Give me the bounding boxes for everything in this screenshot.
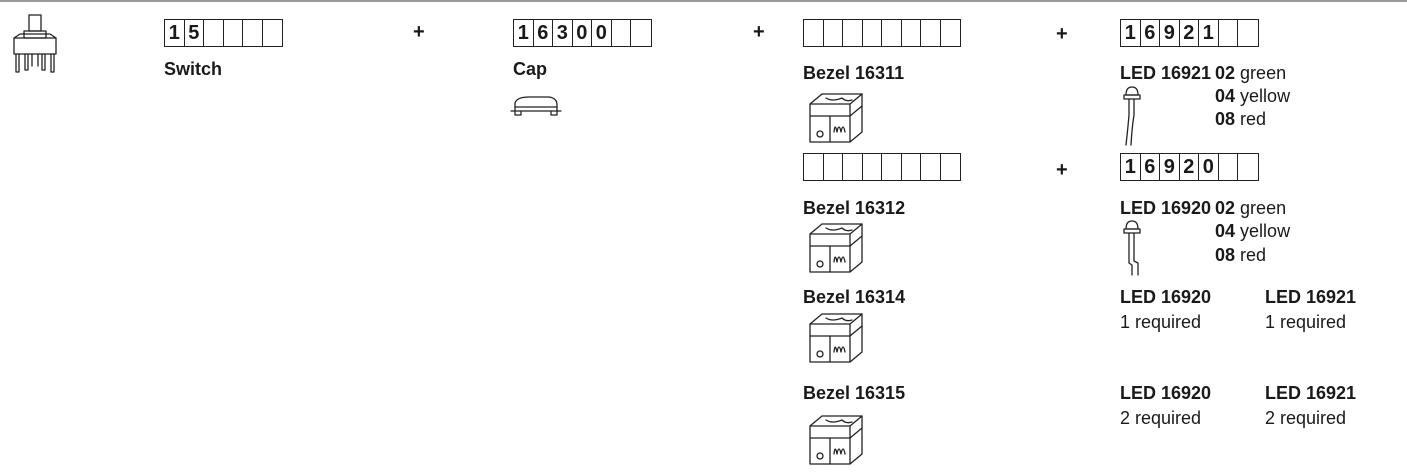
led-color-option: 02 green — [1215, 63, 1286, 83]
code-digit — [612, 20, 631, 46]
code-digit: 0 — [1199, 154, 1219, 180]
code-digit — [204, 20, 224, 46]
code-digit — [902, 154, 921, 180]
color-code: 08 — [1215, 245, 1236, 265]
bezel-icon — [809, 313, 863, 363]
led-requirement-label: LED 16921 — [1265, 287, 1357, 307]
code-digit — [804, 154, 824, 180]
switch-code-boxes: 1 5 — [164, 19, 283, 47]
color-name: green — [1240, 198, 1287, 218]
color-code: 02 — [1215, 63, 1236, 83]
code-digit: 0 — [573, 20, 592, 46]
color-name: yellow — [1240, 221, 1291, 241]
led-16921-code-boxes: 1 6 9 2 1 — [1120, 19, 1259, 47]
code-digit — [921, 20, 941, 46]
code-digit — [902, 20, 921, 46]
code-digit — [863, 154, 882, 180]
code-digit: 9 — [1160, 154, 1180, 180]
code-digit: 1 — [1121, 154, 1141, 180]
led-requirement-count: 1 required — [1265, 312, 1347, 332]
code-digit: 1 — [165, 20, 185, 46]
code-digit — [1219, 20, 1238, 46]
bezel-code-boxes — [803, 19, 961, 47]
cap-code-boxes: 1 6 3 0 0 — [513, 19, 652, 47]
code-digit — [824, 154, 843, 180]
plus-sign: + — [1056, 159, 1068, 181]
led-16920-icon — [1123, 220, 1141, 276]
code-digit — [243, 20, 263, 46]
code-digit: 0 — [592, 20, 612, 46]
code-digit — [882, 20, 902, 46]
plus-sign: + — [1056, 23, 1068, 45]
bezel-icon — [809, 415, 863, 465]
code-digit — [1238, 20, 1258, 46]
plus-sign: + — [413, 21, 425, 43]
code-digit: 6 — [1141, 20, 1160, 46]
code-digit — [921, 154, 941, 180]
code-digit: 1 — [1199, 20, 1219, 46]
switch-label: Switch — [164, 59, 223, 79]
code-digit: 6 — [534, 20, 553, 46]
bezel-icon — [809, 93, 863, 143]
led-16920-label: LED 16920 — [1120, 198, 1212, 218]
led-16921-label: LED 16921 — [1120, 63, 1212, 83]
code-digit: 5 — [185, 20, 204, 46]
led-color-option: 08 red — [1215, 245, 1266, 265]
code-digit — [843, 20, 863, 46]
code-digit: 1 — [514, 20, 534, 46]
code-digit — [843, 154, 863, 180]
code-digit: 1 — [1121, 20, 1141, 46]
bezel-label: Bezel 16315 — [803, 383, 906, 403]
color-name: yellow — [1240, 86, 1291, 106]
code-digit: 2 — [1180, 154, 1199, 180]
bezel-icon — [809, 223, 863, 273]
code-digit — [224, 20, 243, 46]
plus-sign: + — [753, 21, 765, 43]
led-requirement-count: 2 required — [1265, 408, 1347, 428]
top-rule — [0, 0, 1407, 2]
led-color-option: 08 red — [1215, 109, 1266, 129]
switch-icon — [13, 14, 57, 73]
cap-icon — [510, 96, 562, 116]
bezel-label: Bezel 16312 — [803, 198, 906, 218]
code-digit: 6 — [1141, 154, 1160, 180]
color-name: red — [1240, 109, 1267, 129]
code-digit — [804, 20, 824, 46]
code-digit: 9 — [1160, 20, 1180, 46]
code-digit — [941, 20, 961, 46]
code-digit — [882, 154, 902, 180]
cap-label: Cap — [513, 59, 548, 79]
led-color-option: 02 green — [1215, 198, 1286, 218]
code-digit — [824, 20, 843, 46]
bezel-label: Bezel 16314 — [803, 287, 906, 307]
led-16921-icon — [1123, 86, 1141, 146]
bezel-label: Bezel 16311 — [803, 63, 905, 83]
color-code: 02 — [1215, 198, 1236, 218]
code-digit — [1219, 154, 1238, 180]
led-color-option: 04 yellow — [1215, 221, 1290, 241]
color-code: 08 — [1215, 109, 1236, 129]
code-digit — [941, 154, 961, 180]
color-name: red — [1240, 245, 1267, 265]
led-color-option: 04 yellow — [1215, 86, 1290, 106]
bezel-code-boxes — [803, 153, 961, 181]
code-digit — [631, 20, 651, 46]
code-digit: 2 — [1180, 20, 1199, 46]
led-requirement-label: LED 16921 — [1265, 383, 1357, 403]
code-digit — [863, 20, 882, 46]
led-requirement-count: 1 required — [1120, 312, 1202, 332]
color-code: 04 — [1215, 221, 1236, 241]
code-digit: 3 — [553, 20, 573, 46]
led-requirement-count: 2 required — [1120, 408, 1202, 428]
code-digit — [1238, 154, 1258, 180]
led-requirement-label: LED 16920 — [1120, 383, 1212, 403]
color-name: green — [1240, 63, 1287, 83]
color-code: 04 — [1215, 86, 1236, 106]
led-requirement-label: LED 16920 — [1120, 287, 1212, 307]
led-16920-code-boxes: 1 6 9 2 0 — [1120, 153, 1259, 181]
code-digit — [263, 20, 283, 46]
